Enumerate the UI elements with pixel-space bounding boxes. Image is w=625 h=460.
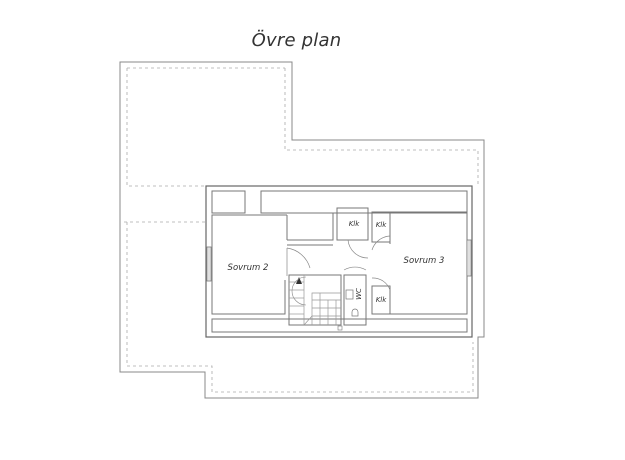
label-closet-1: Klk <box>349 220 361 228</box>
label-sovrum-2: Sovrum 2 <box>228 263 269 273</box>
storage-top-left <box>211 190 246 214</box>
label-closet-2: Klk <box>376 221 388 229</box>
stair-handrail <box>291 276 307 306</box>
closet-1 <box>336 207 369 241</box>
floor-outer-wall <box>205 185 473 338</box>
dashed-outline-upper <box>126 68 479 187</box>
label-sovrum-3: Sovrum 3 <box>404 256 445 266</box>
door-sovrum-2 <box>286 247 311 276</box>
storage-bottom <box>211 318 468 333</box>
dashed-outline-lower <box>126 222 474 393</box>
stair-arrow-icon <box>296 277 302 284</box>
plan-title: Övre plan <box>251 30 342 51</box>
label-wc: WC <box>355 288 363 300</box>
stair-treads <box>289 275 341 326</box>
label-closet-3: Klk <box>376 296 388 304</box>
wc-sink-icon <box>345 289 354 300</box>
wc-room <box>343 274 367 326</box>
hall-walls <box>287 213 334 246</box>
closet-3 <box>371 285 391 315</box>
wc-toilet-icon <box>351 308 359 317</box>
roof-outline <box>119 61 485 399</box>
dashed-outline-left <box>124 67 285 223</box>
sovrum-2-walls <box>211 214 288 315</box>
storage-top-right <box>260 190 468 214</box>
vent-marker <box>337 325 343 331</box>
